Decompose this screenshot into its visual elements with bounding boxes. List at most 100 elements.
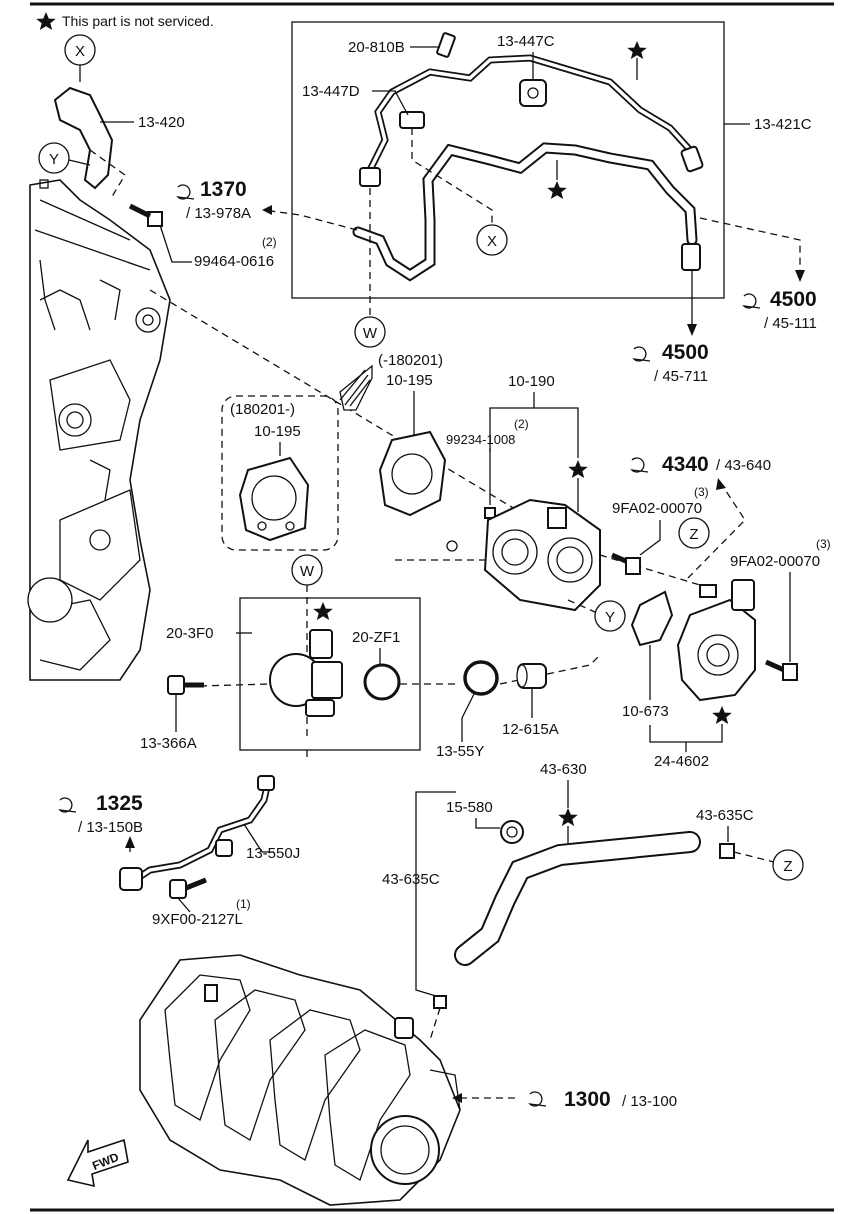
- label-12-615A: 12-615A: [502, 721, 559, 738]
- ref-4340-number: 4340: [662, 453, 709, 476]
- ref-1325-sub: / 13-150B: [78, 819, 143, 836]
- label-99464-0616: 99464-0616: [194, 253, 274, 270]
- label-10-195-a: 10-195: [386, 372, 433, 389]
- clamp-15-580: [500, 820, 524, 844]
- clamp-13-55Y: [463, 660, 499, 696]
- ref-4340: 4340 / 43-640: [630, 453, 771, 476]
- leader-4340: [687, 481, 746, 579]
- label-43-635C-left: 43-635C: [382, 871, 440, 888]
- callout-y-upper: [38, 142, 70, 174]
- callout-w-upper-label: W: [363, 325, 378, 342]
- gasket-b-box: [221, 395, 339, 551]
- label-10-190: 10-190: [508, 373, 555, 390]
- engine-block: [27, 179, 171, 681]
- hose-43-630: [454, 831, 701, 966]
- star-icon: [547, 181, 567, 199]
- label-10-195-b: 10-195: [254, 423, 301, 440]
- label-43-635C-right: 43-635C: [696, 807, 754, 824]
- gasket-10-195-a: [378, 430, 447, 517]
- label-10-195-b-range: (180201-): [230, 401, 295, 418]
- ref-1325-number: 1325: [96, 792, 143, 815]
- label-9FA02-a: 9FA02-00070: [612, 500, 702, 517]
- callout-z-lower-label: Z: [783, 858, 792, 875]
- reference-arrow-icon: [176, 184, 195, 200]
- leader-4500a: [699, 217, 801, 272]
- throttle-body-10-190: [483, 498, 601, 612]
- star-icon: [627, 41, 647, 59]
- ref-1300: 1300 / 13-100: [528, 1088, 677, 1111]
- label-13-421C: 13-421C: [754, 116, 812, 133]
- callout-x-lower: [476, 224, 508, 256]
- label-20-810B: 20-810B: [348, 39, 405, 56]
- ref-4500b-sub: / 45-711: [654, 368, 708, 385]
- legend-note: This part is not serviced.: [62, 13, 214, 29]
- clip-43-635C-right: [719, 843, 735, 859]
- ref-1370-number: 1370: [200, 178, 247, 201]
- star-icon: [568, 460, 588, 478]
- housing-24-4602: [676, 579, 756, 702]
- label-9FA02-b: 9FA02-00070: [730, 553, 820, 570]
- qty-9XF00-2127L: (1): [236, 897, 251, 911]
- bracket-13-420: [53, 86, 114, 190]
- reference-arrow-icon: [632, 346, 651, 362]
- callout-y-middle-label: Y: [605, 609, 615, 626]
- ref-4500a-number: 4500: [770, 288, 817, 311]
- leader-1370: [263, 209, 358, 231]
- label-13-366A: 13-366A: [140, 735, 197, 752]
- reference-arrow-icon: [630, 457, 649, 473]
- valve-20-3F0: [269, 629, 343, 717]
- ref-4500b-number: 4500: [662, 341, 709, 364]
- reference-arrow-icon: [528, 1091, 547, 1107]
- ref-4500a: 4500 / 45-111: [742, 288, 817, 332]
- label-13-550J: 13-550J: [246, 845, 300, 862]
- label-10-195-a-range: (-180201): [378, 352, 443, 369]
- ref-1370: 1370 / 13-978A: [176, 178, 251, 222]
- hose-assembly: [352, 32, 704, 282]
- label-15-580: 15-580: [446, 799, 493, 816]
- gasket-10-673: [630, 590, 674, 647]
- label-24-4602: 24-4602: [654, 753, 709, 770]
- fitting-12-615A: [516, 663, 547, 689]
- bolt-9FA02-a: [610, 552, 641, 575]
- legend: This part is not serviced.: [36, 12, 214, 30]
- qty-99234-1008: (2): [514, 417, 529, 431]
- callout-z-middle-label: Z: [689, 526, 698, 543]
- ref-1370-sub: / 13-978A: [186, 205, 251, 222]
- label-13-55Y: 13-55Y: [436, 743, 484, 760]
- ref-1325: 1325 / 13-150B: [58, 792, 143, 836]
- clip-43-635C-left: [433, 995, 447, 1009]
- label-13-447D: 13-447D: [302, 83, 360, 100]
- bolt-9XF00-2127L: [169, 877, 207, 899]
- oring-20-ZF1: [363, 663, 401, 701]
- bolt-9FA02-b: [764, 659, 798, 681]
- ref-1300-number: 1300: [564, 1088, 611, 1111]
- valve-box: [239, 597, 421, 751]
- star-icon: [36, 12, 56, 30]
- callout-w-upper: [354, 316, 386, 348]
- callout-y-upper-label: Y: [49, 151, 59, 168]
- ref-4500b: 4500 / 45-711: [632, 341, 709, 385]
- bolt-99464-0616: [128, 203, 163, 227]
- qty-9FA02-a: (3): [694, 485, 709, 499]
- callout-w-lower-label: W: [300, 563, 315, 580]
- ref-1300-sub: / 13-100: [622, 1093, 677, 1110]
- callout-y-middle: [594, 600, 626, 632]
- reference-arrow-icon: [58, 797, 77, 813]
- label-99234-1008: 99234-1008: [446, 432, 515, 447]
- ref-4500a-sub: / 45-111: [764, 315, 817, 332]
- label-10-673: 10-673: [622, 703, 669, 720]
- ref-4340-sub: / 43-640: [716, 457, 771, 474]
- label-9XF00-2127L: 9XF00-2127L: [152, 911, 243, 928]
- qty-9FA02-b: (3): [816, 537, 831, 551]
- label-13-420: 13-420: [138, 114, 185, 131]
- star-icon: [313, 602, 333, 620]
- fwd-arrow-icon: FWD: [66, 1138, 129, 1188]
- callout-z-lower: [772, 849, 804, 881]
- reference-arrow-icon: [742, 293, 761, 309]
- star-icon: [712, 706, 732, 724]
- callout-z-middle: [678, 517, 710, 549]
- hose-assembly-box: [291, 21, 725, 299]
- label-13-447C: 13-447C: [497, 33, 555, 50]
